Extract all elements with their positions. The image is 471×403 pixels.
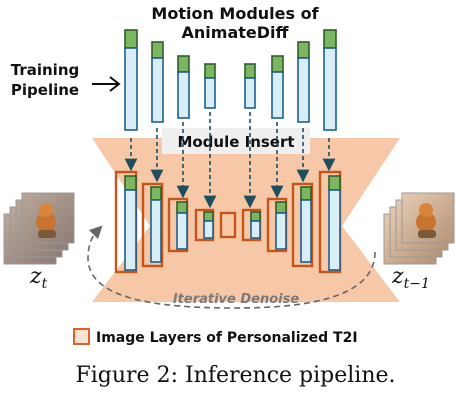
- legend-label: Image Layers of Personalized T2I: [96, 330, 358, 346]
- motion-module-4: [204, 63, 216, 109]
- unet-layer-5: [241, 208, 262, 242]
- motion-module-8: [323, 29, 337, 131]
- unet-middle-block: [219, 211, 237, 239]
- motion-module-7: [297, 41, 310, 123]
- motion-module-5: [244, 63, 256, 109]
- motion-module-2: [151, 41, 164, 123]
- denoise-loop-arrow: [87, 225, 376, 309]
- input-frames: [3, 192, 75, 265]
- unet-layer-1: [114, 170, 138, 274]
- training-label-line2: Pipeline: [11, 81, 79, 99]
- unet-layer-3: [167, 197, 189, 253]
- output-frames: [383, 192, 455, 265]
- unet-layer-4: [194, 208, 215, 242]
- insert-arrows: [124, 112, 336, 209]
- module-insert-label: Module Insert: [177, 133, 294, 151]
- fox-figure-output: [416, 212, 436, 232]
- unet-layer-6: [266, 197, 288, 253]
- unet-layer-8: [318, 170, 342, 274]
- module-insert-box: [162, 128, 310, 154]
- figure-caption: Figure 2: Inference pipeline.: [75, 363, 396, 388]
- unet-layer-2: [141, 182, 164, 268]
- motion-module-6: [271, 55, 284, 119]
- motion-module-1: [124, 29, 138, 131]
- motion-module-3: [177, 55, 190, 119]
- output-latent-label: zt−1: [391, 264, 430, 292]
- legend-swatch: [73, 328, 90, 345]
- input-latent-label: zt: [29, 264, 48, 292]
- iterative-denoise-label: Iterative Denoise: [173, 292, 300, 307]
- inference-pipeline-diagram: Motion Modules of AnimateDiff Training P…: [3, 4, 455, 346]
- title-line1: Motion Modules of: [151, 4, 319, 23]
- unet-layer-7: [291, 182, 314, 268]
- title-line2: AnimateDiff: [182, 23, 290, 42]
- training-arrow: [92, 76, 121, 92]
- unet-background: [92, 138, 400, 302]
- fox-figure: [36, 212, 56, 232]
- training-label-line1: Training: [11, 61, 79, 79]
